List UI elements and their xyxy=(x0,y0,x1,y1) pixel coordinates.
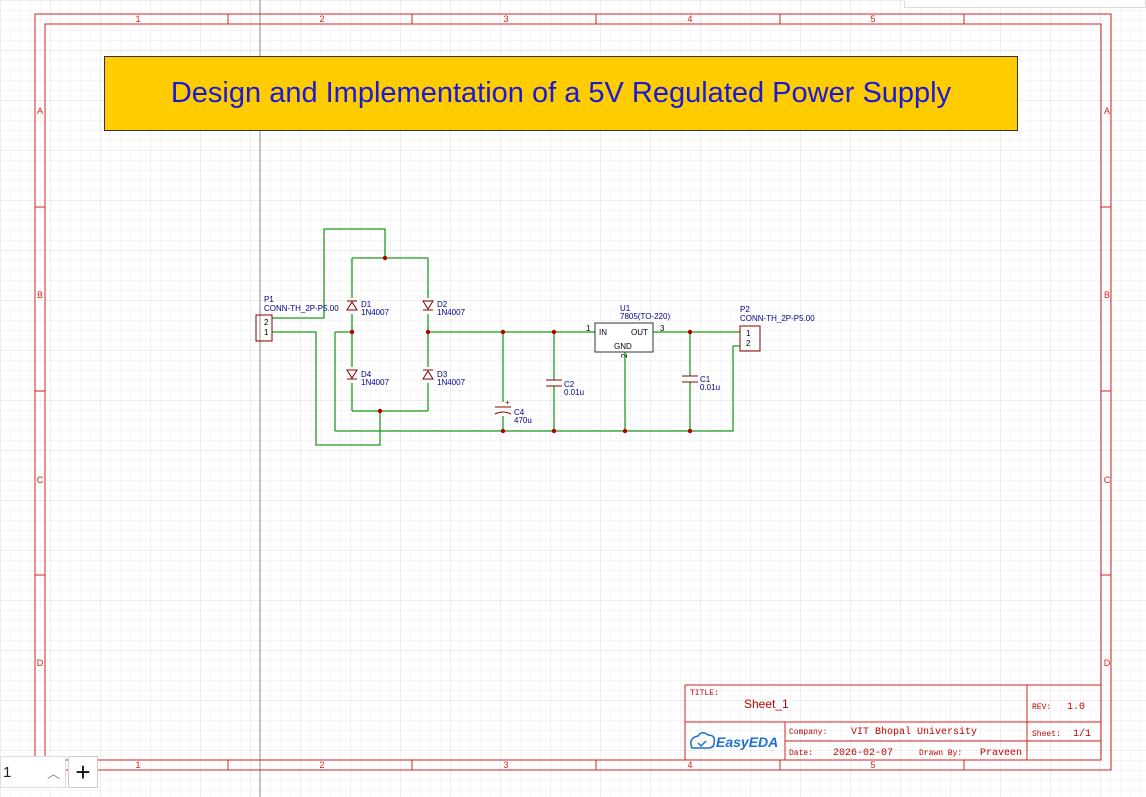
title-block-text: TITLE: Sheet_1 REV: 1.0 Company: VIT Bho… xyxy=(690,689,1091,759)
col-label: 3 xyxy=(503,760,508,770)
page-number: 1 xyxy=(3,764,12,781)
row-label: A xyxy=(1104,106,1110,116)
drawn-value: Praveen xyxy=(980,748,1022,759)
col-label: 2 xyxy=(319,760,324,770)
u1-ref: U1 xyxy=(620,304,631,313)
company-label: Company: xyxy=(789,728,827,737)
d1-value: 1N4007 xyxy=(361,308,390,317)
d3-ref: D3 xyxy=(437,370,448,379)
u1-pin-out: 3 xyxy=(660,324,665,333)
p2-value: CONN-TH_2P-P5.00 xyxy=(740,314,815,323)
row-label: C xyxy=(37,475,44,485)
connector-p1[interactable]: P1 CONN-TH_2P-P5.00 2 1 xyxy=(255,295,339,342)
p2-pin: 1 xyxy=(746,329,751,338)
row-label: C xyxy=(1104,475,1111,485)
p1-ref: P1 xyxy=(264,295,274,304)
rev-label: REV: xyxy=(1032,703,1051,712)
p1-pin: 2 xyxy=(264,318,269,327)
title-block xyxy=(684,684,1102,761)
svg-text:+: + xyxy=(505,398,510,407)
d1-ref: D1 xyxy=(361,300,372,309)
c4-ref: C4 xyxy=(514,408,525,417)
border-labels: 1 2 3 4 5 1 2 3 4 5 A B C D A B C D xyxy=(37,14,1111,770)
junctions xyxy=(349,255,693,434)
diode-d4[interactable]: D4 1N4007 xyxy=(346,369,390,387)
date-label: Date: xyxy=(789,749,813,758)
capacitor-c2[interactable]: C2 0.01u xyxy=(546,379,584,397)
row-label: D xyxy=(1104,658,1111,668)
connector-p2[interactable]: P2 CONN-TH_2P-P5.00 1 2 xyxy=(739,305,815,352)
logo-text: EasyEDA xyxy=(716,734,778,750)
row-label: A xyxy=(37,106,43,116)
p1-value: CONN-TH_2P-P5.00 xyxy=(264,304,339,313)
u1-in-label: IN xyxy=(599,328,607,337)
u1-value: 7805(TO-220) xyxy=(620,312,670,321)
title-banner[interactable]: Design and Implementation of a 5V Regula… xyxy=(104,56,1018,131)
date-value: 2026-02-07 xyxy=(833,748,893,759)
c4-value: 470u xyxy=(514,416,532,425)
chevron-up-icon[interactable]: ︿ xyxy=(47,766,61,781)
add-page-button[interactable]: + xyxy=(68,756,98,788)
u1-pin-in: 1 xyxy=(586,324,591,333)
sheet-name: Sheet_1 xyxy=(744,697,789,711)
d4-ref: D4 xyxy=(361,370,372,379)
p2-ref: P2 xyxy=(740,305,750,314)
col-label: 2 xyxy=(319,14,324,24)
u1-gnd-label: GND xyxy=(614,342,632,351)
d3-value: 1N4007 xyxy=(437,378,466,387)
u1-pin-gnd: 2 xyxy=(620,353,629,358)
col-label: 5 xyxy=(870,760,875,770)
row-label: B xyxy=(1104,290,1110,300)
drawn-label: Drawn By: xyxy=(919,749,962,758)
rev-value: 1.0 xyxy=(1067,702,1085,713)
d4-value: 1N4007 xyxy=(361,378,390,387)
diode-d2[interactable]: D2 1N4007 xyxy=(422,300,466,317)
u1-out-label: OUT xyxy=(631,328,648,337)
page-title: Design and Implementation of a 5V Regula… xyxy=(170,77,952,109)
d2-value: 1N4007 xyxy=(437,308,466,317)
easyeda-logo-icon xyxy=(690,732,716,749)
capacitor-c4[interactable]: + C4 470u xyxy=(494,398,532,425)
c2-ref: C2 xyxy=(564,380,575,389)
c1-ref: C1 xyxy=(700,375,711,384)
sheet-label: Sheet: xyxy=(1032,730,1061,739)
diode-d3[interactable]: D3 1N4007 xyxy=(422,369,466,387)
diode-d1[interactable]: D1 1N4007 xyxy=(346,300,390,317)
sheet-value: 1/1 xyxy=(1073,728,1091,740)
col-label: 5 xyxy=(870,14,875,24)
c2-value: 0.01u xyxy=(564,388,584,397)
row-label: D xyxy=(37,658,44,668)
top-right-panel[interactable] xyxy=(904,0,1146,8)
col-label: 4 xyxy=(687,14,692,24)
p2-pin: 2 xyxy=(746,339,751,348)
col-label: 3 xyxy=(503,14,508,24)
wires[interactable] xyxy=(272,228,740,446)
capacitor-c1[interactable]: C1 0.01u xyxy=(682,375,720,392)
c1-value: 0.01u xyxy=(700,383,720,392)
page-selector[interactable]: 1 ︿ xyxy=(0,756,66,788)
p1-pin: 1 xyxy=(264,328,269,337)
title-label: TITLE: xyxy=(690,689,719,698)
col-label: 4 xyxy=(687,760,692,770)
regulator-u1[interactable]: U1 7805(TO-220) IN OUT GND 1 3 2 xyxy=(586,304,670,358)
company-value: VIT Bhopal University xyxy=(851,726,977,738)
plus-icon: + xyxy=(75,756,91,787)
d2-ref: D2 xyxy=(437,300,448,309)
col-label: 1 xyxy=(135,760,140,770)
sheet-border xyxy=(34,13,1112,771)
col-label: 1 xyxy=(135,14,140,24)
row-label: B xyxy=(37,290,43,300)
